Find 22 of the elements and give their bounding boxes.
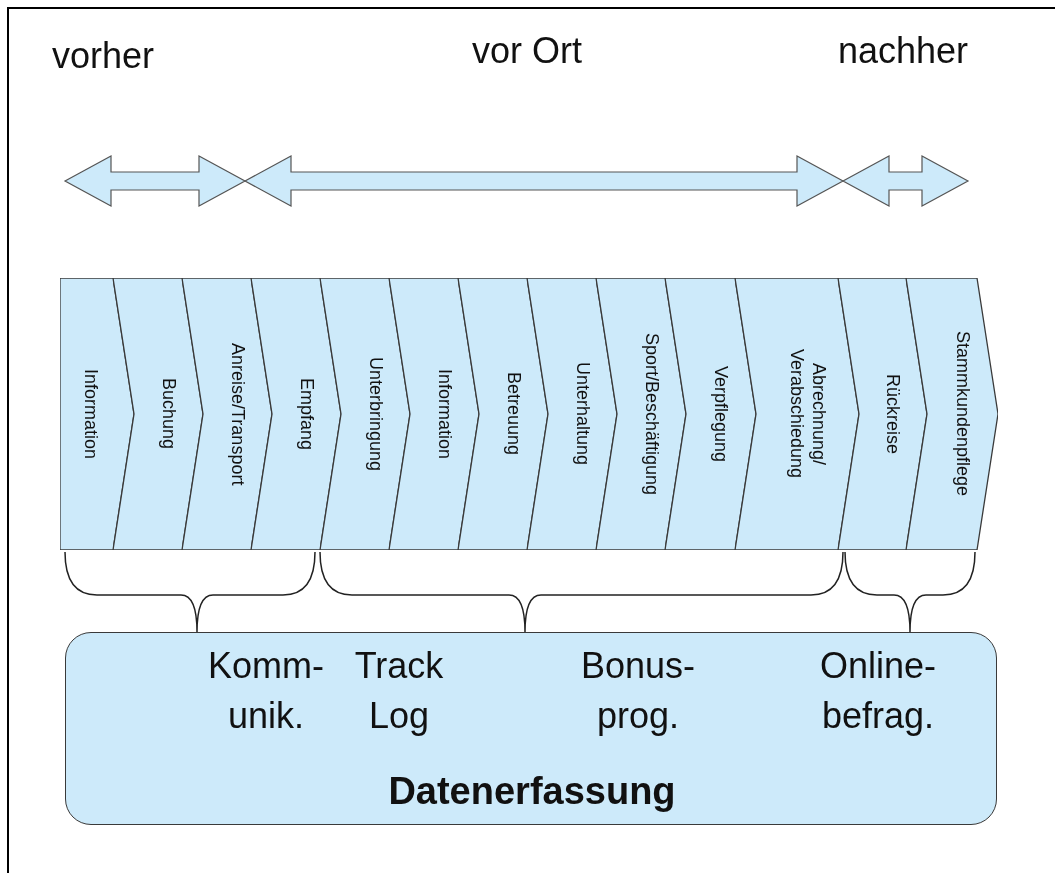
method-label: Bonus- prog.: [579, 644, 697, 738]
step-label: Empfang: [295, 377, 318, 450]
method-label: Online- befrag.: [818, 644, 938, 738]
step-label: Stammkundenpflege: [951, 331, 974, 497]
step-label: Anreise/Transport: [226, 342, 249, 486]
method-label: Komm- unik.: [207, 644, 325, 738]
box-title: Datenerfassung: [387, 769, 677, 814]
method-label: Track Log: [353, 644, 445, 738]
step-label: Sport/Beschäftigung: [640, 332, 663, 496]
step-label: Verpflegung: [710, 365, 733, 463]
step-label: Unterhaltung: [571, 362, 594, 466]
phase-label: vorher: [52, 35, 155, 77]
step-label: Buchung: [157, 378, 180, 450]
step-label: Rückreise: [882, 374, 905, 454]
step-label: Information: [80, 368, 103, 459]
step-label: Betreuung: [502, 372, 525, 456]
phase-label: nachher: [838, 30, 969, 72]
step-label: Abrechnung/ Verabschiedung: [785, 348, 830, 481]
data-capture-box: [65, 632, 997, 825]
step-label: Information: [433, 368, 456, 459]
step-label: Unterbringung: [364, 356, 387, 472]
phase-label: vor Ort: [472, 30, 582, 72]
